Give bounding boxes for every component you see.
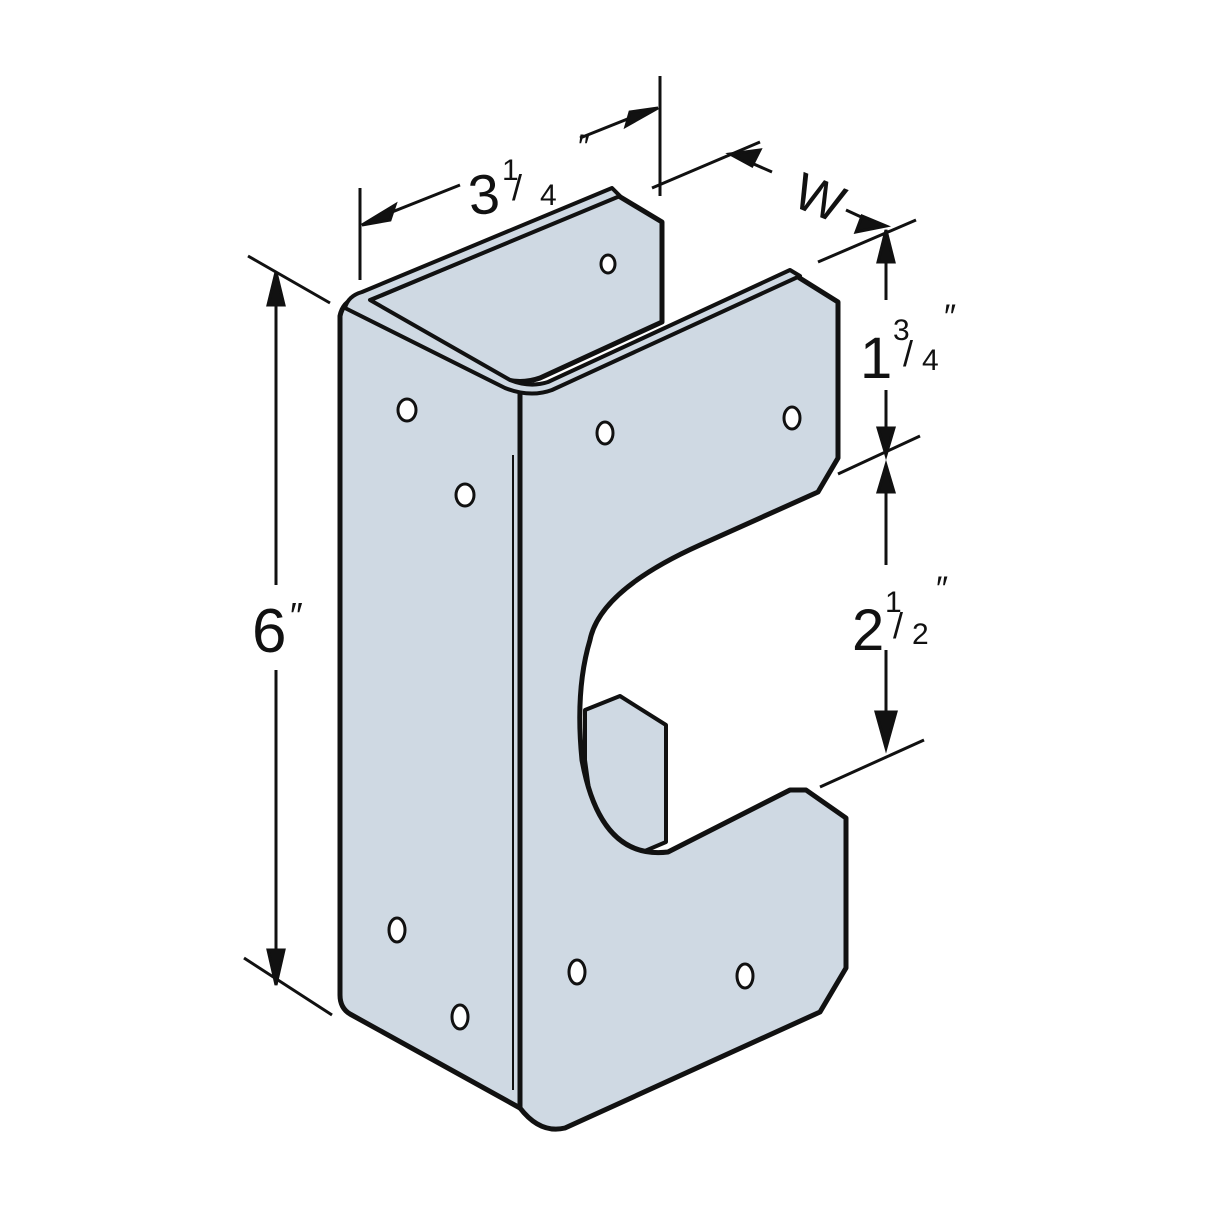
top-to-cutout-unit: ″	[944, 298, 956, 336]
fastener-holes	[387, 397, 802, 1031]
fastener-hole	[599, 253, 617, 275]
width-unit: ″	[578, 128, 590, 166]
top-to-cutout-slash: /	[903, 333, 913, 374]
width-frac-den: 4	[540, 179, 557, 212]
top-to-cutout-num: 3	[893, 314, 910, 347]
dimension-height	[243, 254, 333, 1017]
top-fold	[343, 186, 802, 396]
height-whole: 6	[252, 597, 286, 666]
dimension-depth	[651, 140, 917, 264]
right-face	[517, 269, 849, 1132]
dimension-top-to-cutout	[837, 229, 921, 476]
top-to-cutout-whole: 1	[860, 326, 892, 391]
cutout-height-slash: /	[893, 605, 903, 646]
cutout-height-den: 2	[912, 618, 929, 651]
depth-label: W	[786, 162, 853, 234]
height-unit: ″	[290, 595, 303, 636]
dimension-cutout-height	[819, 459, 925, 789]
width-frac-num: 1	[502, 154, 519, 187]
top-to-cutout-den: 4	[922, 344, 939, 377]
width-frac-slash: /	[512, 167, 522, 208]
left-face	[337, 295, 523, 1111]
width-whole: 3	[466, 161, 503, 226]
dimension-width	[358, 76, 662, 280]
cutout-height-unit: ″	[936, 570, 948, 608]
cutout-height-whole: 2	[852, 598, 884, 663]
cutout-height-num: 1	[885, 586, 902, 619]
